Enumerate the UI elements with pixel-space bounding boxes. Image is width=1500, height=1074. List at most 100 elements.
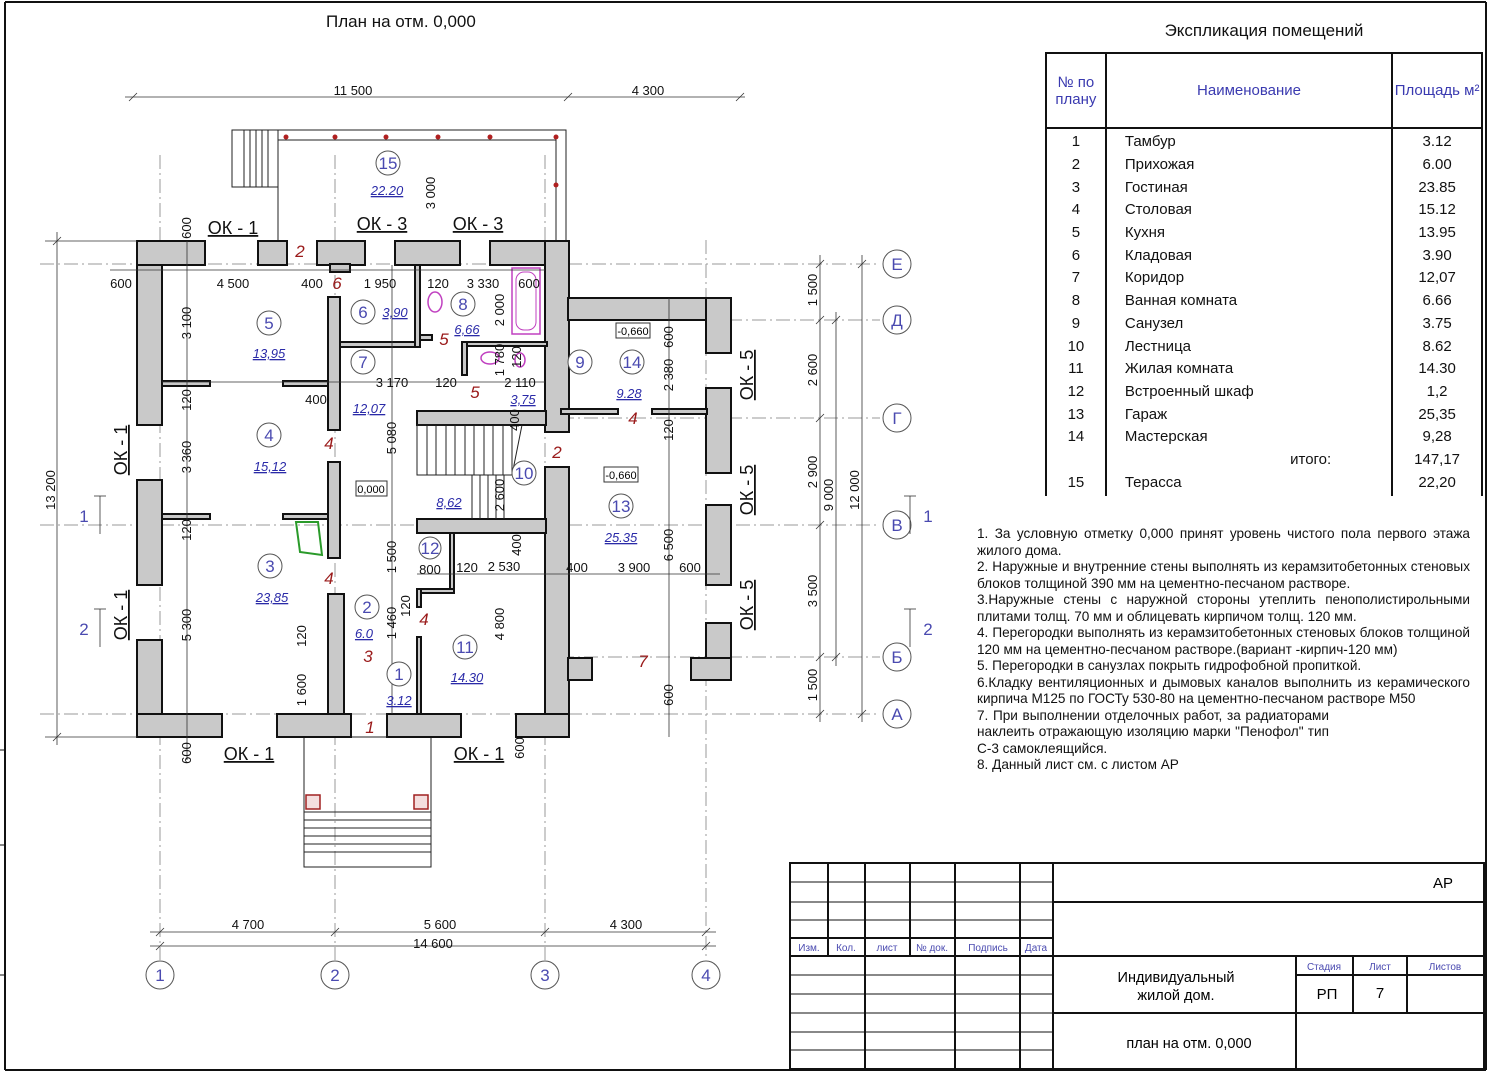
svg-text:14: 14 [623, 353, 642, 372]
svg-text:5 080: 5 080 [384, 422, 399, 455]
note: 6.Кладку вентиляционных и дымовых канало… [977, 674, 1470, 707]
room-name: Жилая комната [1104, 357, 1394, 381]
svg-text:4: 4 [324, 569, 333, 588]
room-name: Ванная комната [1104, 289, 1394, 313]
room-name: Гараж [1104, 403, 1394, 426]
svg-text:400: 400 [507, 409, 522, 431]
svg-text:А: А [891, 705, 903, 724]
svg-text:4 300: 4 300 [632, 83, 665, 98]
level-marks: 0,000 -0,660 -0,660 [355, 322, 651, 497]
svg-text:4 300: 4 300 [610, 917, 643, 932]
total-label: итого: [1104, 448, 1394, 472]
svg-text:4: 4 [419, 610, 428, 629]
svg-text:1: 1 [155, 966, 164, 985]
room-7: 712,07 [350, 349, 386, 416]
svg-text:6.0: 6.0 [355, 626, 374, 641]
walls [136, 240, 732, 738]
note: 4. Перегородки выполнять из керамзитобет… [977, 625, 1470, 657]
general-notes: 1. За условную отметку 0,000 принят уров… [977, 526, 1470, 774]
svg-text:2: 2 [923, 620, 932, 639]
svg-text:1 500: 1 500 [805, 274, 820, 307]
svg-text:ОК - 1: ОК - 1 [454, 744, 505, 764]
room-area: 6.00 [1391, 153, 1483, 177]
svg-text:Стадия: Стадия [1307, 962, 1341, 973]
entrance-porch [303, 736, 432, 868]
room-area: 15.12 [1391, 199, 1483, 222]
svg-text:ОК - 1: ОК - 1 [208, 218, 259, 238]
svg-text:4: 4 [324, 434, 333, 453]
room-name: Коридор [1104, 267, 1394, 290]
svg-text:12: 12 [421, 539, 440, 558]
room-area: 3.12 [1391, 128, 1483, 154]
room-9: 93,75 [510, 349, 593, 407]
svg-text:600: 600 [179, 742, 194, 764]
svg-text:2 110: 2 110 [504, 375, 536, 390]
svg-text:5: 5 [264, 314, 273, 333]
svg-text:4 500: 4 500 [217, 276, 250, 291]
svg-text:400: 400 [301, 276, 323, 291]
room-number: 6 [1045, 244, 1107, 268]
table-header: № по плану Наименование Площадь м² [1045, 52, 1483, 129]
svg-text:2: 2 [330, 966, 339, 985]
svg-text:800: 800 [419, 562, 441, 577]
svg-text:-0,660: -0,660 [617, 326, 648, 338]
room-10: 108,62 [436, 460, 537, 510]
room-number: 9 [1045, 312, 1107, 336]
room-name: Встроенный шкаф [1104, 380, 1394, 404]
svg-text:400: 400 [509, 534, 524, 556]
room-area: 23.85 [1391, 176, 1483, 200]
svg-text:Е: Е [891, 255, 902, 274]
room-area: 14.30 [1391, 357, 1483, 381]
svg-text:4 800: 4 800 [492, 608, 507, 641]
svg-text:1: 1 [79, 507, 88, 526]
table-row: 15 Терасса 22,20 [1045, 471, 1483, 495]
svg-text:3 500: 3 500 [805, 575, 820, 608]
svg-text:лист: лист [876, 943, 897, 954]
axis-lines [40, 155, 880, 960]
sheet-number: 7 [1376, 985, 1384, 1002]
svg-text:6 500: 6 500 [661, 529, 676, 562]
total-value: 147,17 [1391, 448, 1483, 472]
project-name-line1: Индивидуальный [1118, 970, 1235, 986]
svg-text:2 000: 2 000 [492, 294, 507, 327]
dimensions-outer: 11 500 4 300 4 700 5 600 4 300 14 600 13… [43, 83, 867, 951]
bathtub [511, 267, 541, 335]
svg-text:-0,660: -0,660 [605, 470, 636, 482]
svg-text:1: 1 [365, 718, 374, 737]
svg-text:2 600: 2 600 [492, 479, 507, 512]
svg-text:120: 120 [179, 519, 194, 541]
room-area: 13.95 [1391, 221, 1483, 245]
svg-text:7: 7 [638, 652, 648, 671]
svg-text:3.12: 3.12 [386, 693, 412, 708]
room-number: 2 [1045, 153, 1107, 177]
window-marks: ОК - 1 ОК - 3 ОК - 3 ОК - 1 ОК - 1 ОК - … [111, 214, 757, 764]
svg-text:ОК - 1: ОК - 1 [111, 425, 131, 476]
svg-text:12 000: 12 000 [847, 470, 862, 510]
svg-text:13: 13 [612, 497, 631, 516]
header-name: Наименование [1104, 52, 1394, 129]
room-name: Гостиная [1104, 176, 1394, 200]
toilet [480, 351, 526, 368]
room-number: 14 [1045, 425, 1107, 449]
svg-text:15: 15 [379, 154, 398, 173]
svg-text:9 000: 9 000 [821, 479, 836, 512]
room-12: 12 [418, 536, 442, 560]
svg-text:6: 6 [332, 274, 342, 293]
svg-text:600: 600 [661, 684, 676, 706]
note: 7. При выполнении отделочных работ, за р… [977, 707, 1329, 756]
svg-text:4: 4 [701, 966, 710, 985]
room-number: 13 [1045, 403, 1107, 426]
svg-text:4: 4 [264, 426, 273, 445]
svg-text:Изм.: Изм. [798, 943, 819, 954]
svg-text:600: 600 [179, 217, 194, 239]
svg-text:120: 120 [294, 625, 309, 647]
note: 3.Наружные стены с наружной стороны утеп… [977, 592, 1470, 624]
explication-title: Экспликация помещений [1164, 21, 1364, 40]
svg-text:Г: Г [892, 409, 901, 428]
room-1: 13.12 [386, 661, 412, 708]
svg-text:ОК - 5: ОК - 5 [737, 350, 757, 401]
